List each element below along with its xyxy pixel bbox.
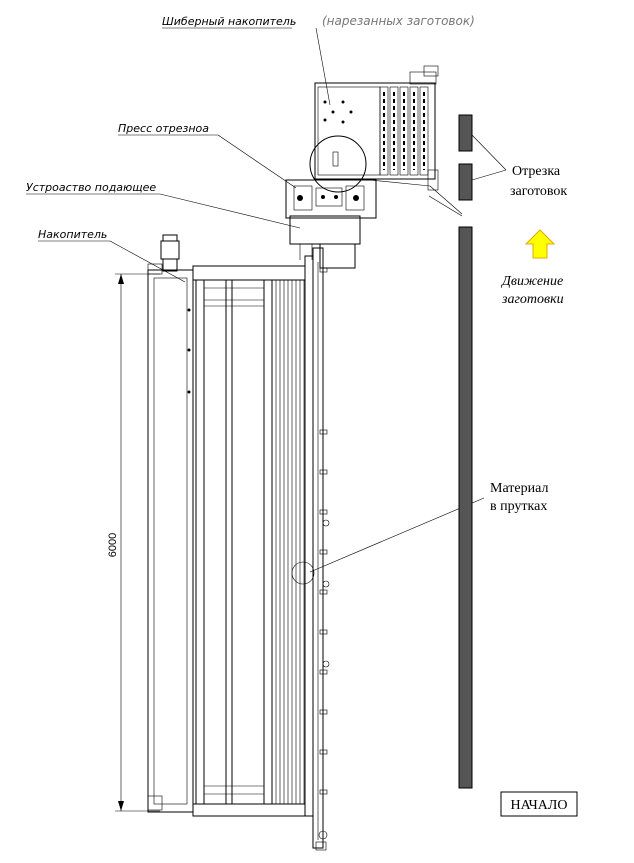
label-start: НАЧАЛО bbox=[511, 798, 568, 813]
material-detail-circle bbox=[291, 561, 315, 585]
leader-feeder bbox=[159, 193, 301, 229]
leader-press bbox=[217, 134, 297, 189]
label-motion-1: Движение bbox=[500, 274, 563, 289]
cutting-press bbox=[285, 135, 377, 219]
dim-arrow-top-icon bbox=[118, 274, 124, 284]
dim-arrow-bottom-icon bbox=[118, 801, 124, 811]
leader-cutting-a bbox=[471, 134, 507, 171]
label-gate-storage: Шиберный накопитель bbox=[162, 15, 296, 28]
label-storage: Накопитель bbox=[38, 228, 107, 241]
cut-line bbox=[428, 195, 463, 217]
leader-cutting-b bbox=[471, 169, 507, 181]
label-feeder: Устроаство подающее bbox=[26, 181, 156, 194]
label-press: Пресс отрезноа bbox=[118, 122, 209, 135]
leader-gate-storage bbox=[315, 27, 331, 106]
storage-motor bbox=[160, 234, 180, 272]
label-cutting-1: Отрезка bbox=[512, 164, 561, 179]
storage-rack bbox=[147, 247, 330, 851]
gate-storage bbox=[314, 65, 463, 215]
label-cutting-2: заготовок bbox=[510, 184, 567, 199]
label-material-1: Материал bbox=[490, 481, 548, 496]
material-bar bbox=[458, 226, 473, 789]
motion-arrow-icon bbox=[524, 229, 556, 259]
label-motion-2: заготовки bbox=[501, 292, 564, 307]
label-gate-storage-note: (нарезанных заготовок) bbox=[322, 14, 475, 28]
leader-material bbox=[309, 497, 485, 573]
start-box bbox=[500, 791, 578, 817]
dimension-value: 6000 bbox=[107, 533, 119, 557]
leader-storage bbox=[109, 240, 186, 283]
feeder-unit bbox=[289, 215, 361, 269]
label-material-2: в прутках bbox=[490, 499, 547, 514]
cut-billet-bottom bbox=[458, 163, 473, 201]
cut-billet-top bbox=[458, 114, 473, 152]
